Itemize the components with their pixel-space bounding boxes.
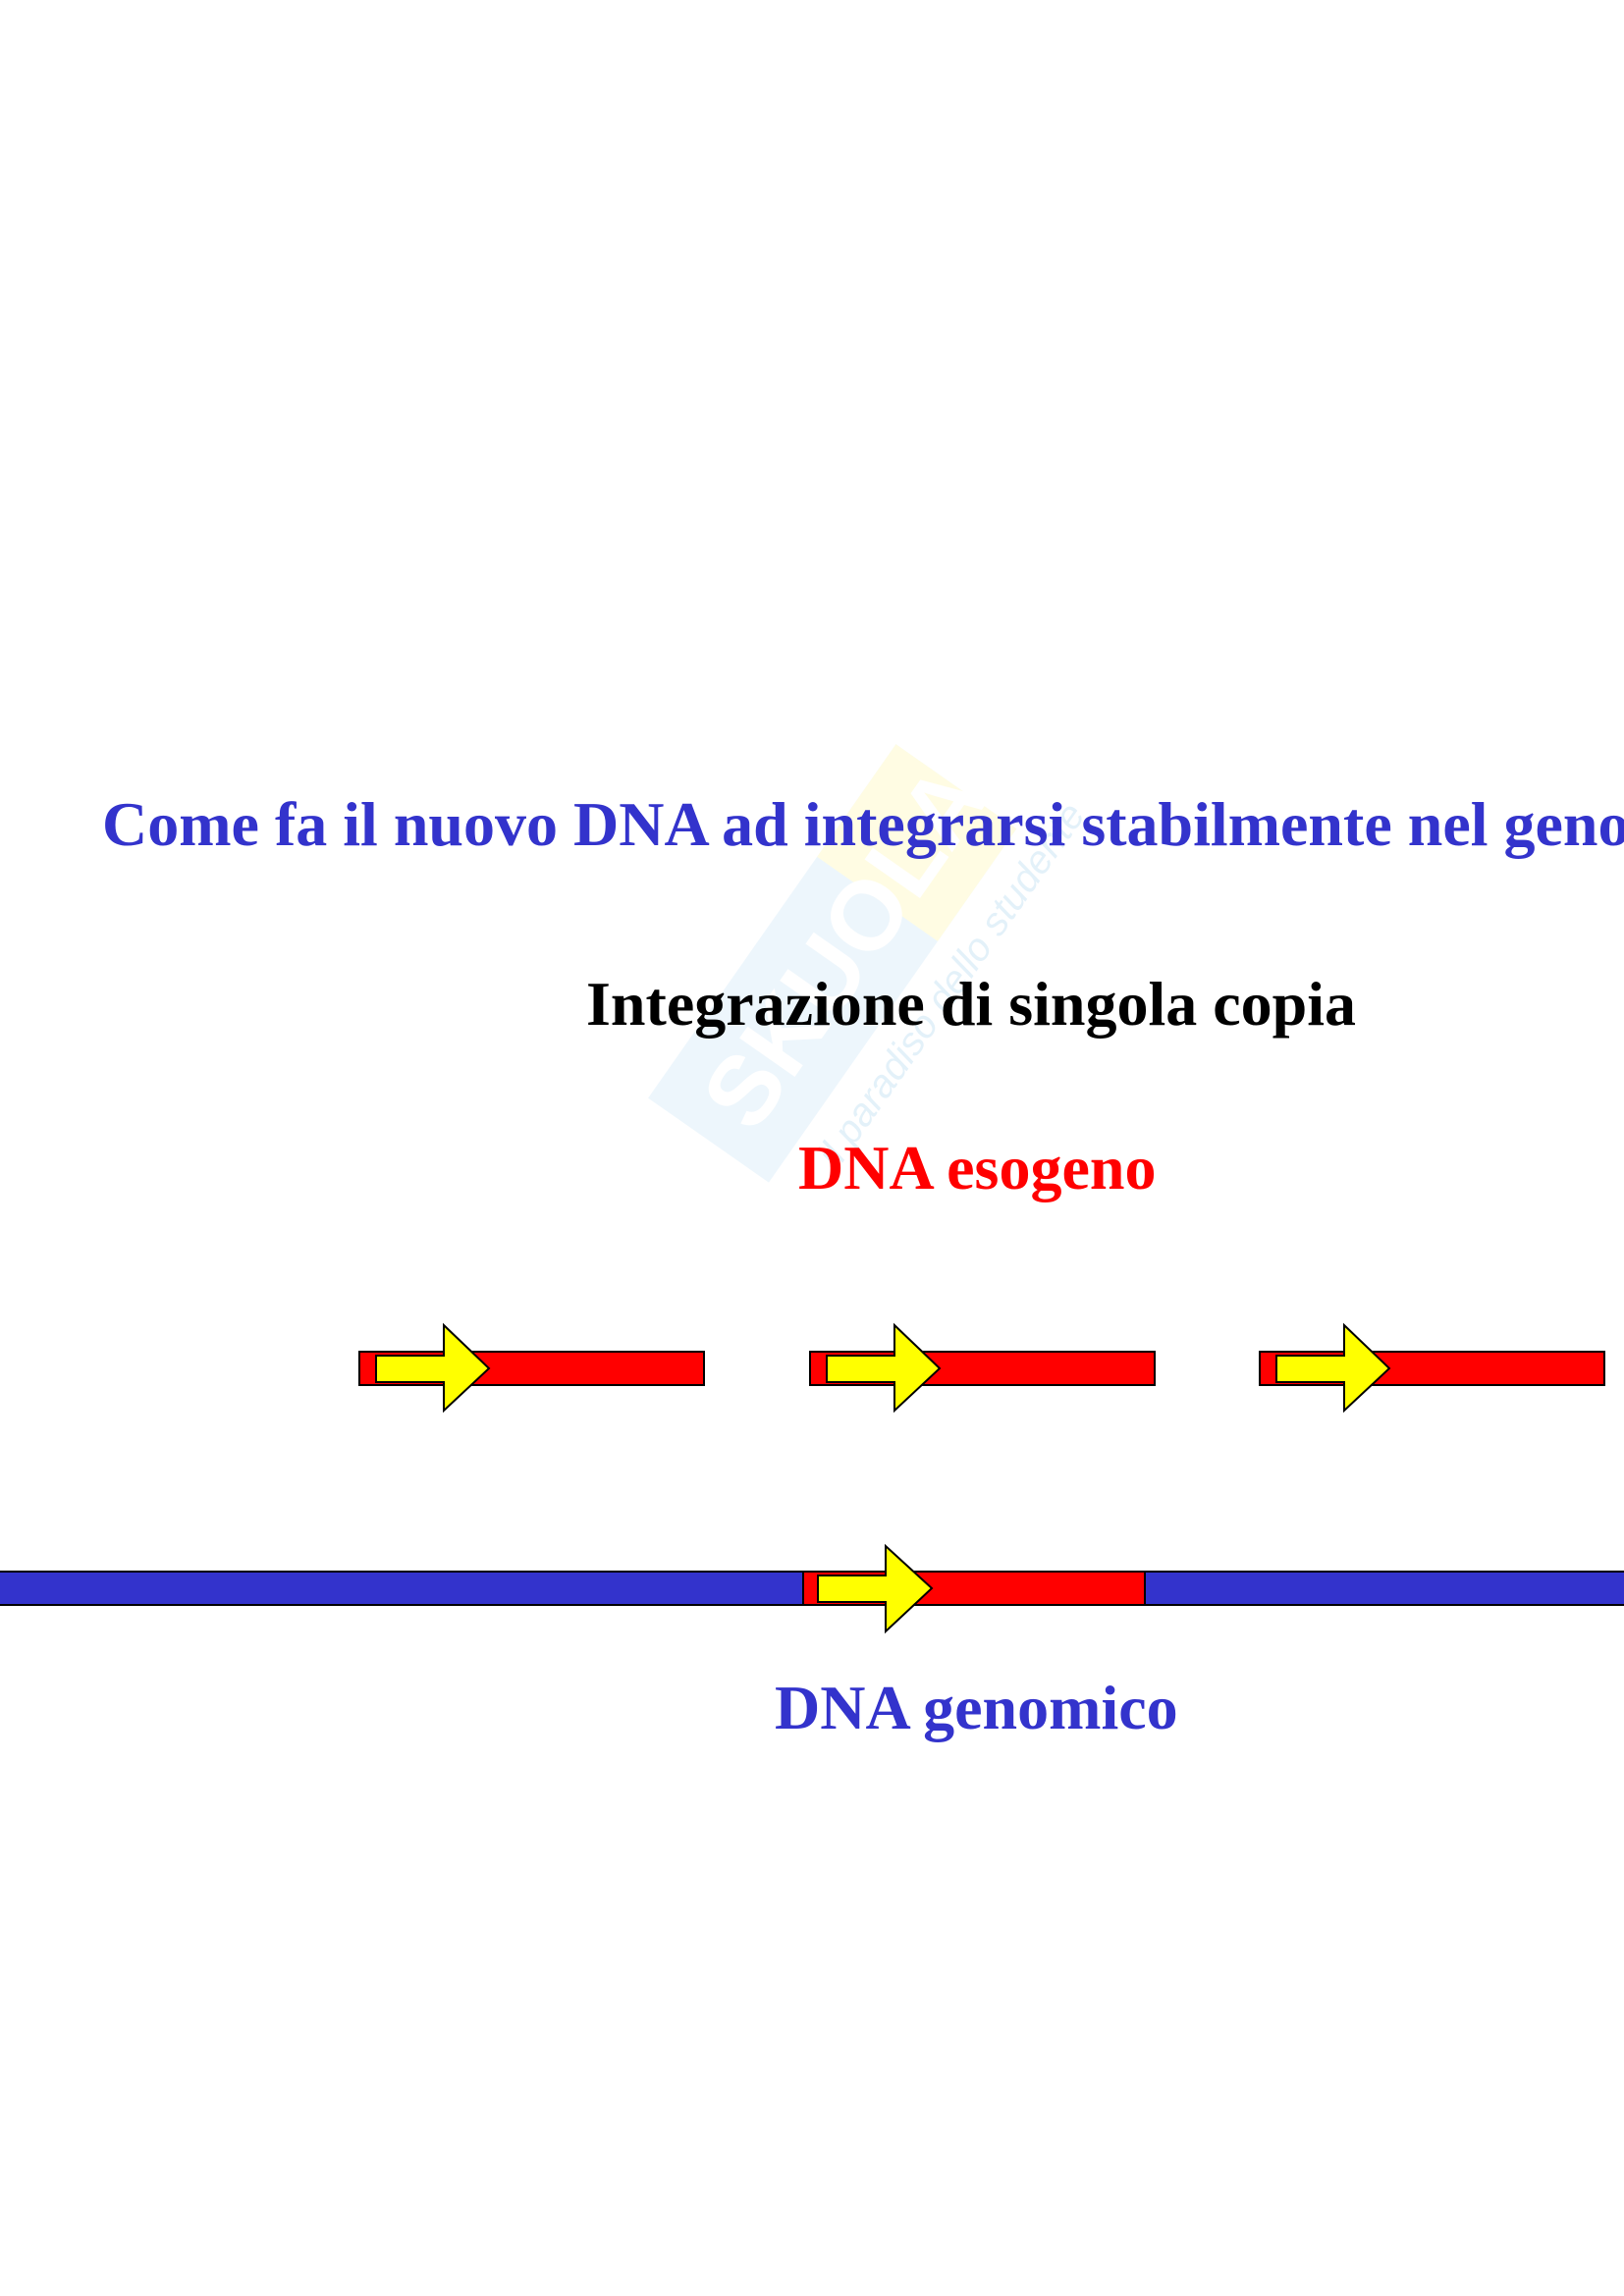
- subtitle: Integrazione di singola copia: [586, 969, 1357, 1039]
- promoter-arrow-icon: [826, 1322, 942, 1414]
- promoter-arrow-icon: [375, 1322, 491, 1414]
- genomic-dna: [0, 1543, 1624, 1634]
- genomic-dna-label: DNA genomico: [775, 1673, 1178, 1742]
- exogenous-dna-label: DNA esogeno: [798, 1133, 1157, 1202]
- promoter-arrow-icon: [1275, 1322, 1391, 1414]
- exogenous-fragment-1: [358, 1322, 705, 1414]
- exogenous-fragment-2: [809, 1322, 1156, 1414]
- page-title: Come fa il nuovo DNA ad integrarsi stabi…: [102, 789, 1624, 859]
- promoter-arrow-icon: [817, 1543, 934, 1634]
- exogenous-fragment-3: [1259, 1322, 1605, 1414]
